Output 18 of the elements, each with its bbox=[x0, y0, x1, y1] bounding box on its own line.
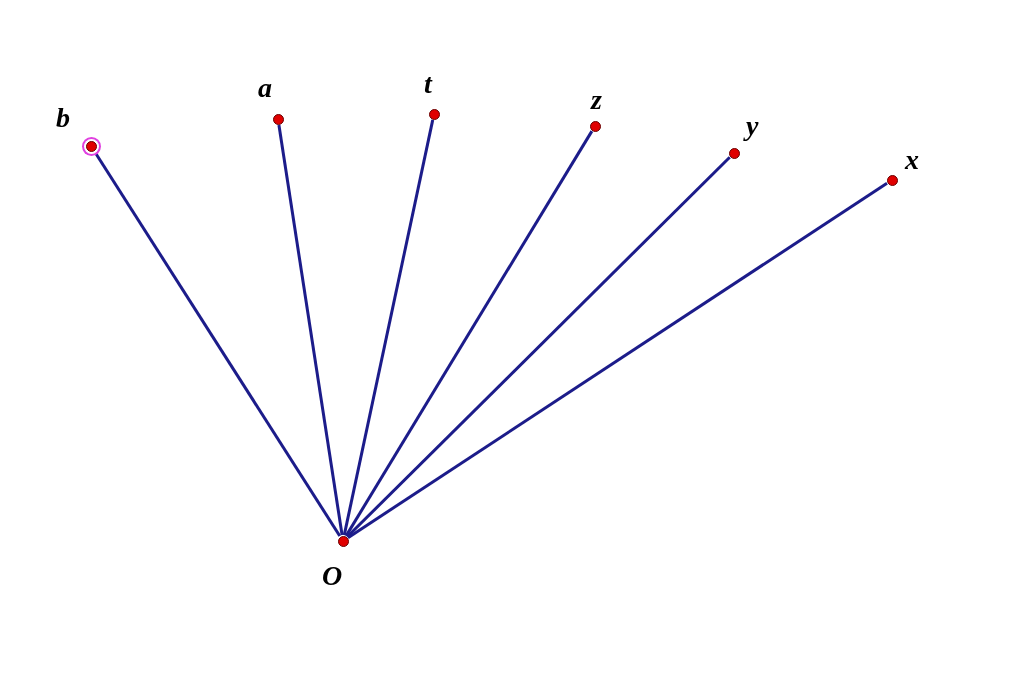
point-label: O bbox=[322, 562, 343, 590]
point-dot bbox=[85, 140, 97, 152]
point-label: x bbox=[905, 146, 919, 174]
line-segment bbox=[342, 119, 435, 536]
point-label: z bbox=[591, 86, 602, 114]
point-label: b bbox=[56, 104, 70, 132]
point-dot bbox=[337, 535, 349, 547]
point-dot bbox=[428, 108, 440, 120]
point-dot bbox=[728, 147, 740, 159]
point-dot bbox=[589, 120, 601, 132]
line-segment bbox=[346, 156, 731, 538]
line-segment bbox=[347, 182, 888, 539]
point-dot bbox=[272, 113, 284, 125]
point-label: t bbox=[424, 70, 432, 98]
line-segment bbox=[344, 130, 594, 537]
point-dot bbox=[886, 174, 898, 186]
line-segment bbox=[277, 124, 344, 536]
point-label: a bbox=[258, 74, 272, 102]
